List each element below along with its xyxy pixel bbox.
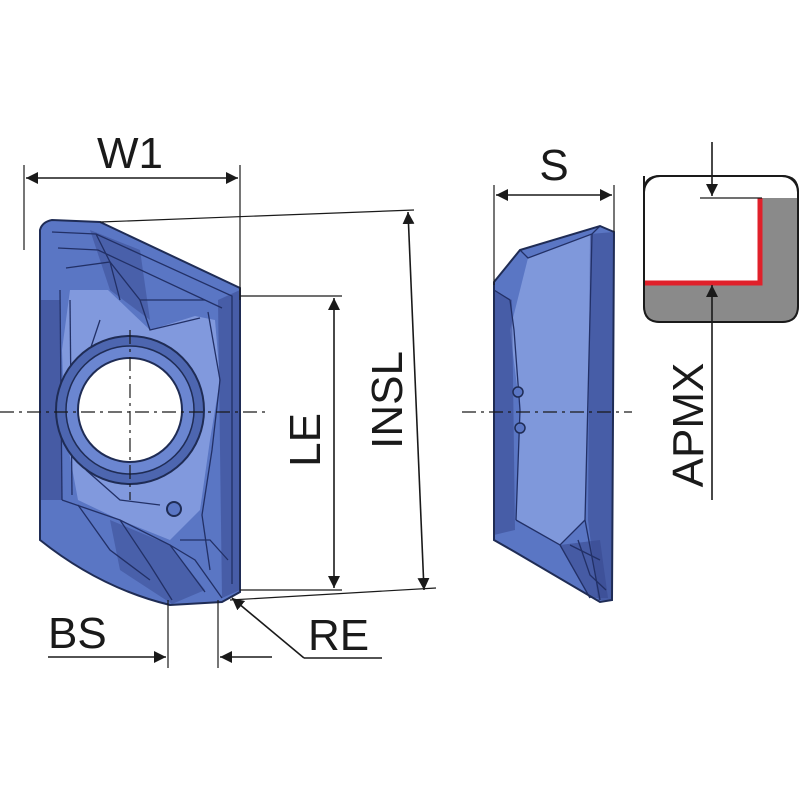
dimension-s: S: [493, 141, 615, 285]
label-insl: INSL: [363, 351, 412, 449]
mounting-hole: [55, 335, 205, 485]
label-le: LE: [281, 413, 330, 467]
dimension-bs: BS: [48, 600, 272, 668]
cutting-edge-red: [644, 198, 763, 286]
index-mark: [166, 501, 182, 517]
label-w1: W1: [97, 129, 163, 178]
apmx-detail: APMX: [643, 142, 799, 500]
dimension-w1: W1: [23, 129, 241, 300]
label-bs: BS: [48, 609, 107, 658]
insert-front-view: [39, 218, 241, 607]
dimension-re: RE: [231, 597, 382, 660]
label-re: RE: [308, 611, 369, 660]
dimension-insl: INSL: [99, 209, 437, 601]
label-apmx: APMX: [664, 363, 713, 488]
insert-side-view: [493, 224, 616, 604]
label-s: S: [539, 141, 568, 190]
dimension-le: LE: [240, 295, 342, 591]
